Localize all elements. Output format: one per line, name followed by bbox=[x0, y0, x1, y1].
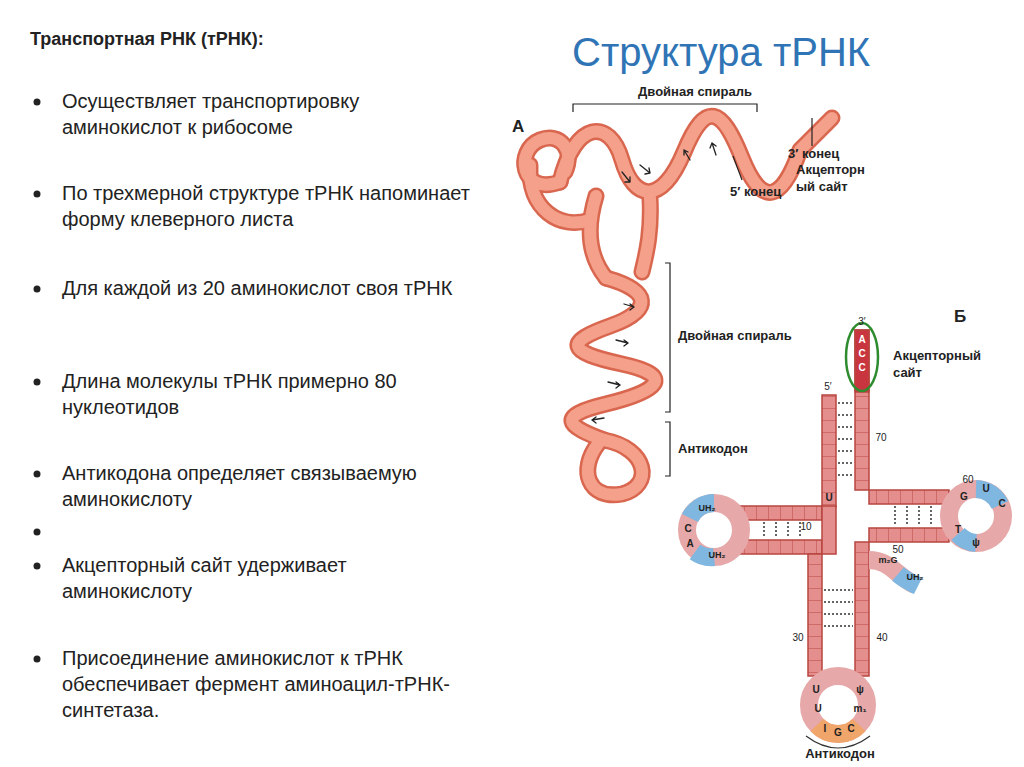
bullet-dots bbox=[34, 99, 41, 663]
base-letter: m₂G bbox=[874, 556, 902, 566]
base-letter: UH₂ bbox=[704, 551, 730, 561]
part-label: 3′ конец bbox=[788, 146, 868, 163]
top-bracket bbox=[573, 104, 757, 112]
strand-end: 3′ bbox=[852, 316, 872, 327]
base-letter: U bbox=[980, 483, 992, 494]
panel-letter: А bbox=[512, 116, 536, 138]
bullet-text: По трехмерной структуре тРНК напоминает … bbox=[62, 180, 482, 232]
part-label: Двойная спираль bbox=[600, 84, 790, 101]
position-number: 40 bbox=[872, 632, 892, 643]
position-number: 30 bbox=[788, 632, 808, 643]
bullet-text: Для каждой из 20 аминокислот своя тРНК bbox=[62, 275, 482, 301]
base-letter: A bbox=[855, 334, 869, 345]
five-end-leader bbox=[733, 156, 742, 180]
part-label: 5′ конец bbox=[730, 184, 810, 201]
part-label: Акцепторный сайт bbox=[893, 348, 993, 382]
base-letter: T bbox=[952, 524, 964, 535]
acceptor-circle bbox=[846, 323, 878, 391]
base-letter: G bbox=[958, 491, 970, 502]
bullet-text: Антикодона определяет связываемую аминок… bbox=[62, 460, 492, 512]
part-label: Антикодон bbox=[790, 746, 890, 763]
base-letter: C bbox=[682, 523, 694, 534]
base-pairs bbox=[764, 403, 931, 626]
base-letter: U bbox=[810, 684, 822, 695]
base-letter: I bbox=[819, 723, 831, 734]
bullet-text: Акцепторный сайт удерживает аминокислоту bbox=[62, 552, 482, 604]
base-letter: C bbox=[855, 362, 869, 373]
ribbon-model bbox=[525, 116, 832, 495]
cloverleaf bbox=[687, 323, 1003, 748]
base-letter: ψ bbox=[970, 537, 982, 548]
strand-arrows bbox=[592, 143, 716, 423]
base-letter: U bbox=[822, 492, 836, 503]
base-letter: A bbox=[684, 538, 696, 549]
base-letter: C bbox=[845, 723, 857, 734]
bullet-text: Присоединение аминокислот к тРНК обеспеч… bbox=[62, 645, 502, 723]
slide-heading: Транспортная РНК (тРНК): bbox=[30, 28, 450, 51]
part-label: Двойная спираль bbox=[678, 328, 828, 345]
part-label: Антикодон bbox=[678, 441, 788, 458]
position-number: 70 bbox=[871, 432, 891, 443]
base-letter: UH₂ bbox=[694, 504, 720, 514]
base-letter: UH₂ bbox=[902, 573, 928, 583]
strand-end: 5′ bbox=[820, 381, 836, 392]
base-letter: U bbox=[812, 703, 824, 714]
base-letter: G bbox=[832, 727, 844, 738]
helix-bracket bbox=[665, 263, 670, 412]
a-brackets bbox=[573, 104, 812, 476]
panel-letter: Б bbox=[954, 306, 978, 328]
base-letter: C bbox=[855, 348, 869, 359]
position-number: 60 bbox=[958, 474, 978, 485]
bullet-text: Длина молекулы тРНК примерно 80 нуклеоти… bbox=[62, 368, 482, 420]
end-tick bbox=[811, 118, 812, 146]
base-letter: m₁ bbox=[852, 703, 868, 714]
bullet-text: Осуществляет транспортировку аминокислот… bbox=[62, 88, 462, 140]
base-letter: ψ bbox=[854, 684, 866, 695]
position-number: 10 bbox=[796, 521, 816, 532]
position-number: 50 bbox=[888, 544, 908, 555]
part-label: Акцепторн ый сайт bbox=[796, 162, 878, 196]
base-letter: C bbox=[996, 498, 1008, 509]
slide-title: Структура тРНК bbox=[572, 26, 1012, 78]
anticodon-bracket bbox=[665, 422, 670, 476]
